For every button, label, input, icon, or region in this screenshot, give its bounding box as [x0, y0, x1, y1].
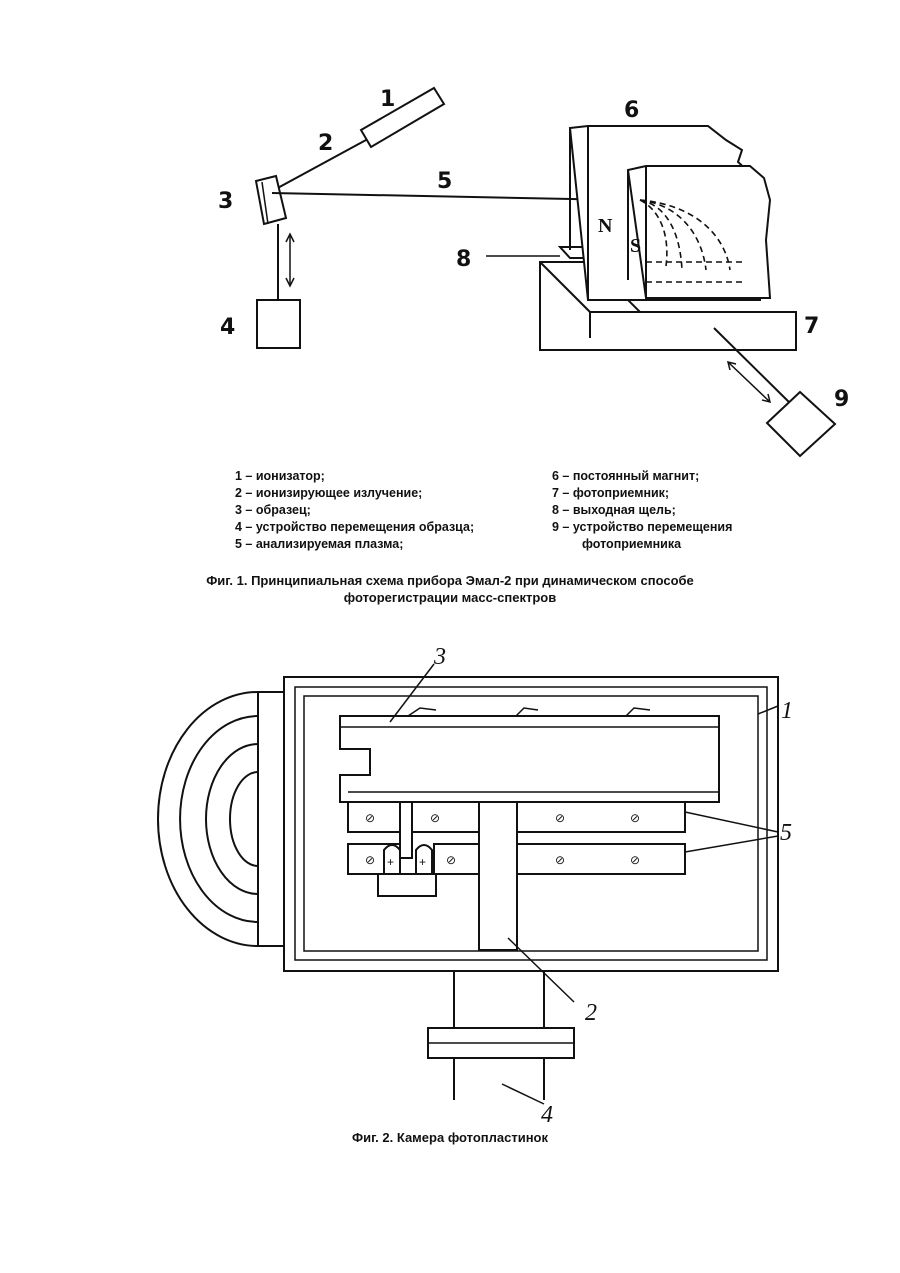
svg-text:⊘: ⊘	[430, 811, 440, 825]
plus-sign: +	[419, 855, 426, 869]
svg-text:⊘: ⊘	[365, 811, 375, 825]
svg-text:⊘: ⊘	[555, 853, 565, 867]
svg-text:⊘: ⊘	[365, 853, 375, 867]
callout-fig2-4: 4	[541, 1102, 553, 1128]
plate-holder	[340, 716, 719, 802]
callout-fig2-5: 5	[780, 820, 792, 846]
plus-sign: +	[387, 855, 394, 869]
callout-fig2-3: 3	[433, 644, 446, 670]
lower-stem	[428, 971, 574, 1104]
svg-text:⊘: ⊘	[446, 853, 456, 867]
drive-shaft	[479, 802, 517, 950]
svg-text:⊘: ⊘	[555, 811, 565, 825]
callout-fig2-1: 1	[781, 698, 793, 724]
callout-fig2-2: 2	[585, 1000, 597, 1026]
svg-text:⊘: ⊘	[630, 853, 640, 867]
side-knob	[158, 692, 284, 946]
figure-2-caption: Фиг. 2. Камера фотопластинок	[300, 1130, 600, 1145]
svg-text:⊘: ⊘	[630, 811, 640, 825]
